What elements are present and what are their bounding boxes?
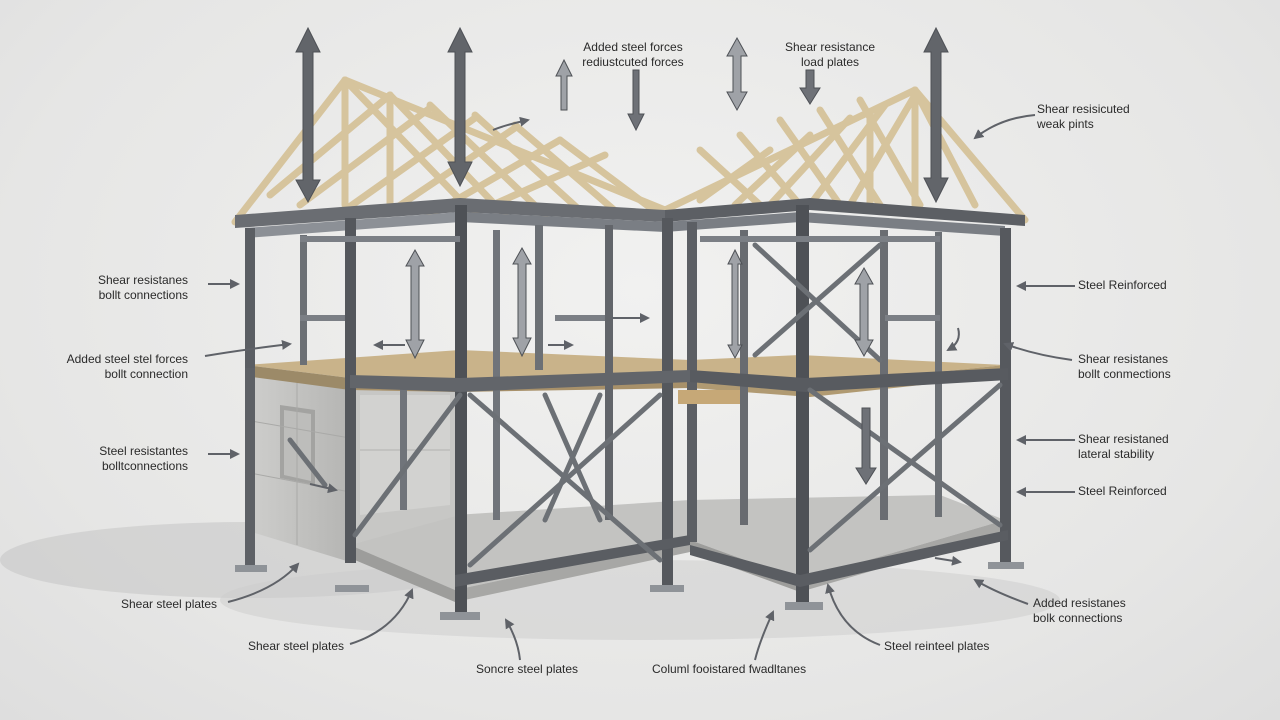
timber-block xyxy=(678,390,740,404)
label-right-2: Shear resistanes bollt conmections xyxy=(1078,352,1171,381)
label-left-1: Shear resistanes bollt connections xyxy=(97,273,188,302)
label-bottom-right-2: Added resistanes bolk connections xyxy=(1033,596,1126,625)
label-top-right: Shear resisicuted weak pints xyxy=(1037,102,1130,131)
label-right-1: Steel Reinforced xyxy=(1078,278,1167,292)
label-right-3: Shear resistaned lateral stability xyxy=(1078,432,1169,461)
label-top-center-right: Shear resistance load plates xyxy=(784,40,876,69)
floor-beams xyxy=(300,236,1008,587)
label-right-4: Steel Reinforced xyxy=(1078,484,1167,498)
label-left-3: Steel resistantes bolltconnections xyxy=(99,444,188,473)
label-bottom-center-2: Columl fooistared fwadltanes xyxy=(652,662,807,676)
label-bottom-center-1: Soncre steel plates xyxy=(476,662,579,676)
roof-trusses xyxy=(231,76,1029,226)
label-bottom-left-1: Shear steel plates xyxy=(121,597,218,611)
base-plates xyxy=(235,562,1024,620)
annotation-arrows xyxy=(204,114,1075,661)
label-bottom-left-2: Shear steel plates xyxy=(248,639,345,653)
label-top-center-left: Added steel forces rediustcuted forces xyxy=(582,40,684,69)
cross-bracing xyxy=(287,242,1003,568)
label-left-2: Added steel stel forces bollt connection xyxy=(66,352,188,381)
label-bottom-right-1: Steel reinteel plates xyxy=(884,639,990,653)
load-arrows xyxy=(295,26,949,485)
